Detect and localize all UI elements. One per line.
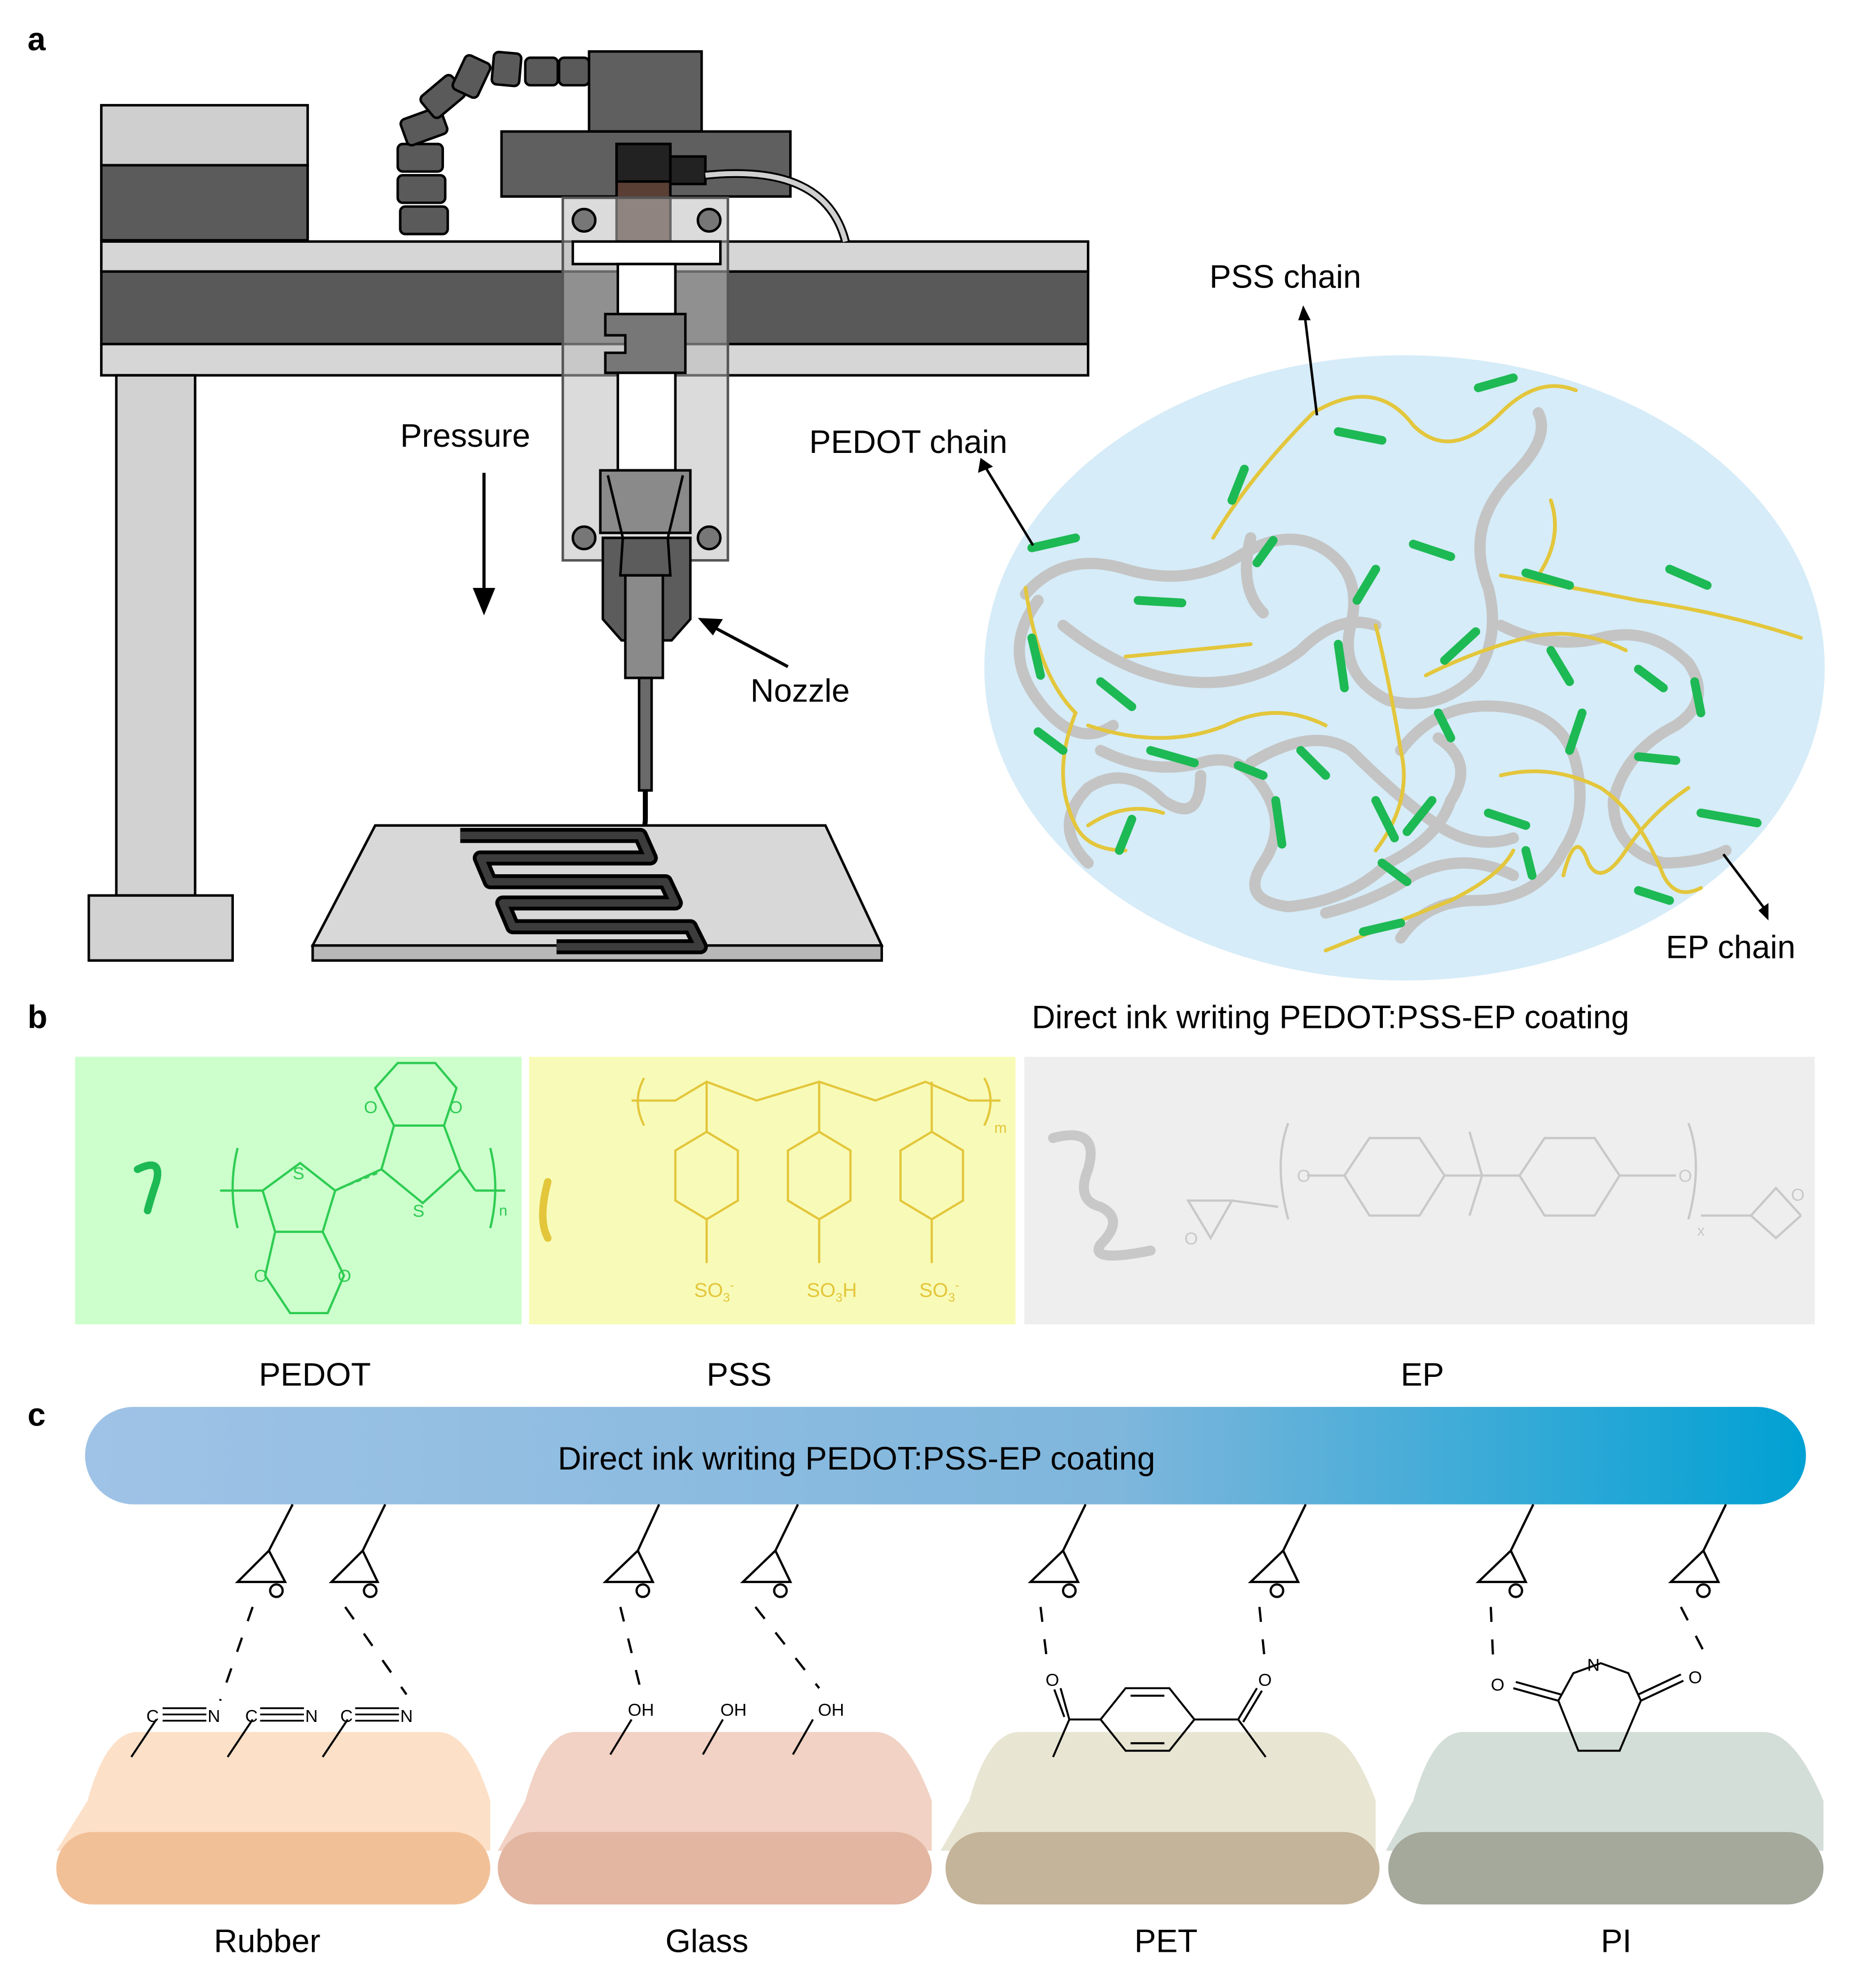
svg-text:O: O <box>338 1266 351 1286</box>
pi-atoms: N O O <box>1491 1655 1702 1694</box>
substrate-name-pi: PI <box>1601 1923 1631 1959</box>
panel-b-letter: b <box>28 999 47 1035</box>
nozzle-arrowhead <box>698 618 723 636</box>
coating-banner <box>85 1407 1807 1505</box>
pressure-label: Pressure <box>400 418 530 454</box>
pedot-chain-arrow <box>983 464 1034 546</box>
substrate-pet <box>940 1732 1380 1905</box>
substrate-name-rubber: Rubber <box>214 1923 321 1959</box>
nozzle-arrow <box>710 623 789 668</box>
nozzle-label: Nozzle <box>750 673 850 709</box>
cable-chain <box>396 50 591 236</box>
panel-c-letter: c <box>28 1397 46 1433</box>
pedot-subscript: n <box>499 1202 507 1219</box>
pss-name: PSS <box>707 1357 772 1393</box>
svg-text:N: N <box>208 1706 220 1726</box>
svg-text:S: S <box>413 1201 425 1221</box>
printer-machine <box>87 50 1090 962</box>
svg-text:O: O <box>449 1097 463 1117</box>
svg-text:O: O <box>1678 1166 1692 1186</box>
banner-text: Direct ink writing PEDOT:PSS-EP coating <box>558 1441 1155 1477</box>
ep-chain-label: EP chain <box>1666 929 1795 965</box>
pedot-atoms: S S O O O O <box>254 1097 462 1286</box>
pet-structure <box>1052 1687 1266 1758</box>
svg-text:S: S <box>293 1163 304 1183</box>
ep-atoms: O O O O <box>1185 1166 1805 1249</box>
svg-text:OH: OH <box>628 1700 654 1720</box>
ep-chains <box>1013 407 1732 944</box>
ep-chain-arrowhead <box>1758 902 1769 921</box>
pedot-name: PEDOT <box>259 1357 371 1393</box>
ep-name: EP <box>1401 1357 1444 1393</box>
svg-text:O: O <box>1688 1667 1702 1687</box>
pss-structure <box>539 1077 1001 1263</box>
rubber-nitrile-groups <box>130 1707 399 1758</box>
svg-text:O: O <box>1185 1228 1198 1248</box>
svg-text:SO3H: SO3H <box>807 1279 857 1305</box>
svg-text:O: O <box>254 1266 267 1286</box>
pressure-arrowhead <box>472 587 495 616</box>
svg-text:N: N <box>1587 1655 1600 1675</box>
substrate-glass <box>498 1732 932 1905</box>
ep-chain-arrow <box>1722 853 1767 912</box>
svg-text:O: O <box>1297 1166 1311 1186</box>
pss-subscript: m <box>994 1119 1007 1136</box>
substrate-name-glass: Glass <box>665 1923 748 1959</box>
svg-text:C: C <box>340 1706 352 1726</box>
glass-atoms: OH OH OH <box>628 1700 844 1720</box>
pedot-box <box>75 1057 522 1324</box>
pss-chain-arrow <box>1303 312 1318 416</box>
substrate-rubber <box>56 1732 490 1905</box>
pss-chain-arrowhead <box>1298 305 1311 321</box>
svg-text:C: C <box>146 1706 159 1726</box>
pss-chain-label: PSS chain <box>1209 259 1361 295</box>
pi-imide-structure <box>1513 1662 1684 1752</box>
epoxide-groups <box>234 1503 1727 1598</box>
svg-text:N: N <box>305 1706 317 1726</box>
panel-a-letter: a <box>28 21 46 58</box>
panel-b-title: Direct ink writing PEDOT:PSS-EP coating <box>1032 999 1630 1035</box>
svg-text:O: O <box>1258 1670 1272 1690</box>
svg-text:OH: OH <box>818 1700 844 1720</box>
svg-text:O: O <box>1791 1185 1804 1205</box>
glass-hydroxyl-groups <box>609 1719 814 1755</box>
ep-box <box>1024 1057 1815 1324</box>
svg-text:O: O <box>1491 1675 1504 1695</box>
interaction-dashes <box>219 1606 1705 1702</box>
pedot-structure <box>133 1062 506 1315</box>
printed-pattern-inner <box>460 831 704 951</box>
pedot-chain-label: PEDOT chain <box>809 424 1007 460</box>
pet-atoms: O O <box>1046 1670 1272 1690</box>
svg-text:C: C <box>245 1706 258 1726</box>
svg-text:O: O <box>1046 1670 1059 1690</box>
substrate-pi <box>1386 1732 1824 1905</box>
svg-text:N: N <box>400 1706 412 1726</box>
ep-subscript: x <box>1697 1222 1704 1239</box>
svg-text:O: O <box>364 1097 377 1117</box>
pss-box <box>529 1057 1016 1324</box>
substrate-name-pet: PET <box>1134 1923 1198 1959</box>
ep-structure <box>1048 1122 1802 1261</box>
pedot-chain-arrowhead <box>978 457 993 473</box>
pedot-chains <box>1027 373 1762 936</box>
svg-text:OH: OH <box>720 1700 746 1720</box>
